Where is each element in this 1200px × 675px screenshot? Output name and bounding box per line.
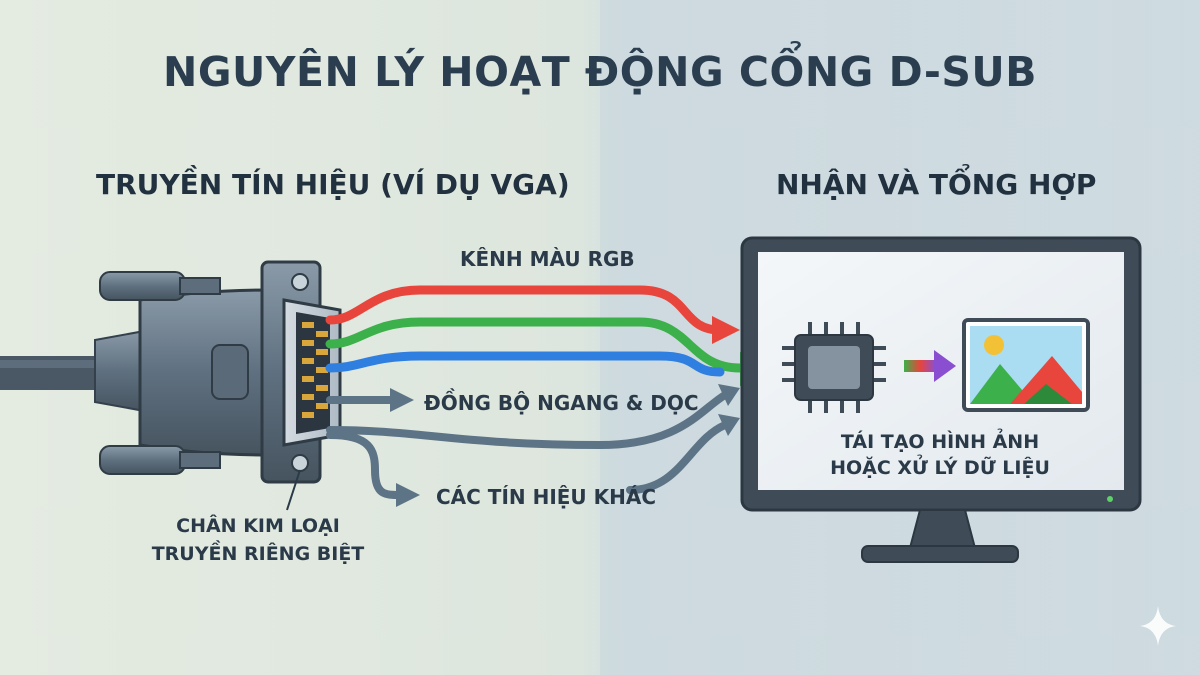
red-arrowhead xyxy=(712,316,740,344)
mount-hole-top xyxy=(291,273,309,291)
power-led xyxy=(1107,496,1113,502)
process-caption-line1: TÁI TẠO HÌNH ẢNH xyxy=(841,428,1039,453)
pins-pointer-line xyxy=(286,469,301,511)
sync-arrowhead-right xyxy=(718,384,740,406)
sync-arrowhead-left xyxy=(390,388,414,412)
sync-label: ĐỒNG BỘ NGANG & DỌC xyxy=(424,389,699,415)
green-channel-line xyxy=(325,317,745,373)
thumbscrew-bottom xyxy=(99,445,221,475)
other-signals-label: CÁC TÍN HIỆU KHÁC xyxy=(436,485,656,509)
monitor-neck xyxy=(908,509,977,549)
signal-paths xyxy=(325,285,745,499)
blue-channel-line xyxy=(325,351,725,377)
mix-arrow-shaft xyxy=(904,360,936,372)
metal-pins xyxy=(302,322,328,418)
process-caption-line2: HOẶC XỬ LÝ DỮ LIỆU xyxy=(830,454,1050,479)
rgb-channel-label: KÊNH MÀU RGB xyxy=(460,247,635,271)
sparkle-icon xyxy=(1140,606,1176,646)
other-arrowhead-right xyxy=(718,414,740,436)
other-line-left xyxy=(326,431,404,499)
other-line-right xyxy=(626,421,729,494)
thumbscrew-top xyxy=(99,271,221,301)
hood-recess xyxy=(211,344,249,400)
sync-line-right xyxy=(326,391,729,449)
other-arrowhead-left xyxy=(396,483,420,507)
mount-hole-bottom xyxy=(291,454,309,472)
pins-caption-line1: CHÂN KIM LOẠI xyxy=(176,514,340,537)
pins-caption-line2: TRUYỀN RIÊNG BIỆT xyxy=(152,539,365,565)
landscape-image-icon xyxy=(962,318,1090,412)
transmit-heading: TRUYỀN TÍN HIỆU (VÍ DỤ VGA) xyxy=(96,168,570,201)
mix-arrowhead xyxy=(934,350,956,382)
receive-heading: NHẬN VÀ TỔNG HỢP xyxy=(776,168,1097,201)
vga-connector-icon xyxy=(0,260,342,484)
page-title: NGUYÊN LÝ HOẠT ĐỘNG CỔNG D-SUB xyxy=(163,48,1037,96)
cable-highlight xyxy=(0,360,110,368)
red-channel-line xyxy=(325,285,725,335)
connector-hood xyxy=(138,288,272,457)
chip-icon xyxy=(782,322,886,413)
monitor-base xyxy=(861,545,1019,563)
